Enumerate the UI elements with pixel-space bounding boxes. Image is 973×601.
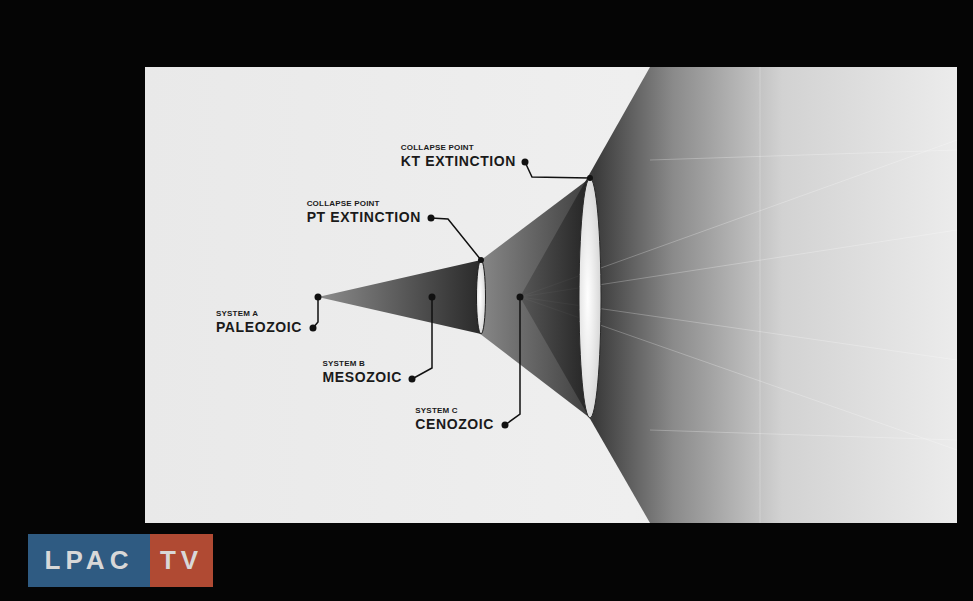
label-text: CENOZOIC (415, 416, 494, 432)
caption-text: COLLAPSE POINT (401, 143, 516, 153)
system-label: SYSTEM CCENOZOIC (415, 406, 494, 432)
caption-text: SYSTEM B (323, 359, 402, 369)
logo-text: LPAC (45, 545, 134, 576)
caption-text: COLLAPSE POINT (307, 199, 421, 209)
label-text: KT EXTINCTION (401, 153, 516, 169)
logo-box: TV (150, 534, 213, 587)
system-label: SYSTEM BMESOZOIC (323, 359, 402, 385)
logo-text: TV (160, 545, 203, 576)
label-text: MESOZOIC (323, 369, 402, 385)
logo-box: LPAC (28, 534, 150, 587)
label-text: PALEOZOIC (216, 319, 302, 335)
collapse-point-label: COLLAPSE POINTPT EXTINCTION (307, 199, 421, 225)
collapse-point-label: COLLAPSE POINTKT EXTINCTION (401, 143, 516, 169)
label-text: PT EXTINCTION (307, 209, 421, 225)
system-label: SYSTEM APALEOZOIC (216, 309, 302, 335)
caption-text: SYSTEM A (216, 309, 302, 319)
caption-text: SYSTEM C (415, 406, 494, 416)
